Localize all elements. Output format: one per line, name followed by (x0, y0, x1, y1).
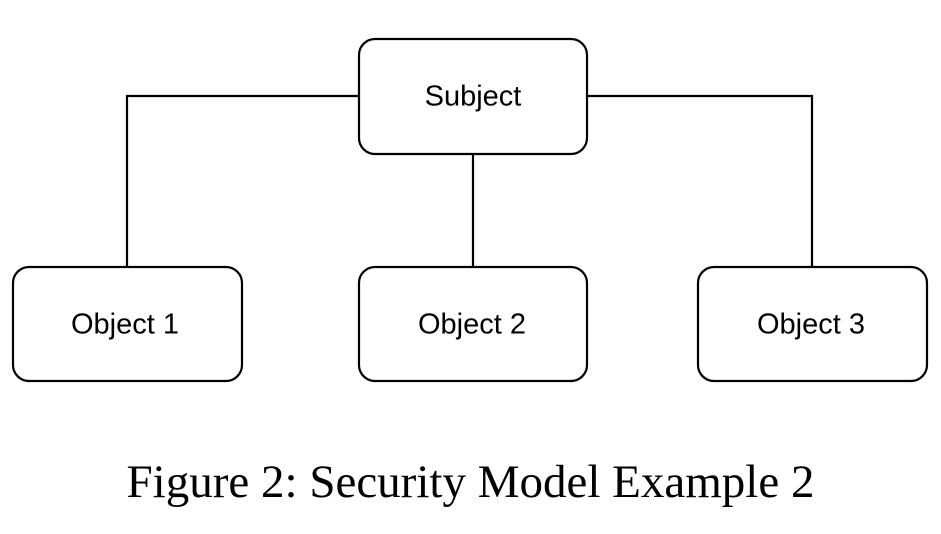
node-object-2-label: Object 2 (418, 309, 526, 341)
node-object-1-label: Object 1 (71, 309, 179, 341)
edge-subject-object-1 (125, 94, 359, 267)
node-subject-label: Subject (425, 81, 522, 113)
node-object-3-box (696, 265, 929, 383)
node-subject-box (357, 37, 589, 156)
node-object-3: Object 3 (696, 265, 929, 383)
figure-caption: Figure 2: Security Model Example 2 (126, 456, 815, 508)
node-object-3-label: Object 3 (757, 309, 865, 341)
node-subject: Subject (357, 37, 589, 156)
node-object-1-box (11, 265, 244, 383)
node-object-2: Object 2 (357, 265, 589, 383)
edge-subject-object-3 (587, 94, 814, 267)
node-object-1: Object 1 (11, 265, 244, 383)
node-object-2-box (357, 265, 589, 383)
